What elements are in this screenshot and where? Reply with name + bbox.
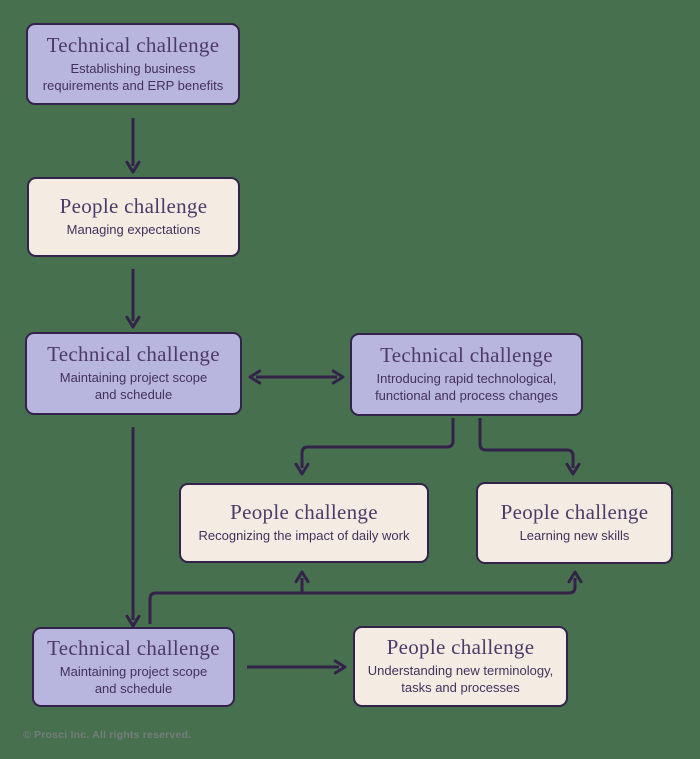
node-people-challenge-3: People challenge Learning new skills [476, 482, 673, 564]
node-subtitle: Introducing rapid technological, functio… [375, 371, 558, 404]
node-technical-challenge-1: Technical challenge Establishing busines… [26, 23, 240, 105]
node-subtitle: Managing expectations [66, 222, 201, 238]
node-technical-challenge-3: Technical challenge Introducing rapid te… [350, 333, 583, 416]
node-technical-challenge-2: Technical challenge Maintaining project … [25, 332, 242, 415]
connector-tech4-to-people3 [148, 570, 583, 624]
node-title: Technical challenge [47, 342, 220, 367]
node-title: People challenge [386, 635, 535, 660]
node-people-challenge-4: People challenge Understanding new termi… [353, 626, 568, 707]
node-subtitle: Understanding new terminology, tasks and… [367, 663, 554, 696]
node-title: People challenge [500, 500, 649, 524]
node-technical-challenge-4: Technical challenge Maintaining project … [32, 627, 235, 707]
node-subtitle: Maintaining project scope and schedule [59, 663, 208, 696]
node-title: People challenge [230, 500, 378, 524]
connector-tech3-to-people2 [294, 418, 455, 476]
node-title: Technical challenge [46, 32, 220, 57]
node-title: People challenge [59, 194, 208, 218]
node-subtitle: Establishing business requirements and E… [42, 60, 224, 93]
node-title: Technical challenge [47, 635, 220, 660]
copyright-notice: © Prosci Inc. All rights reserved. [23, 729, 192, 741]
node-subtitle: Learning new skills [519, 528, 630, 544]
node-title: Technical challenge [380, 343, 553, 368]
node-people-challenge-2: People challenge Recognizing the impact … [179, 483, 429, 563]
connector-tech3-to-people3 [478, 418, 581, 476]
node-people-challenge-1: People challenge Managing expectations [27, 177, 240, 257]
node-subtitle: Recognizing the impact of daily work [198, 528, 410, 544]
node-subtitle: Maintaining project scope and schedule [59, 370, 208, 403]
